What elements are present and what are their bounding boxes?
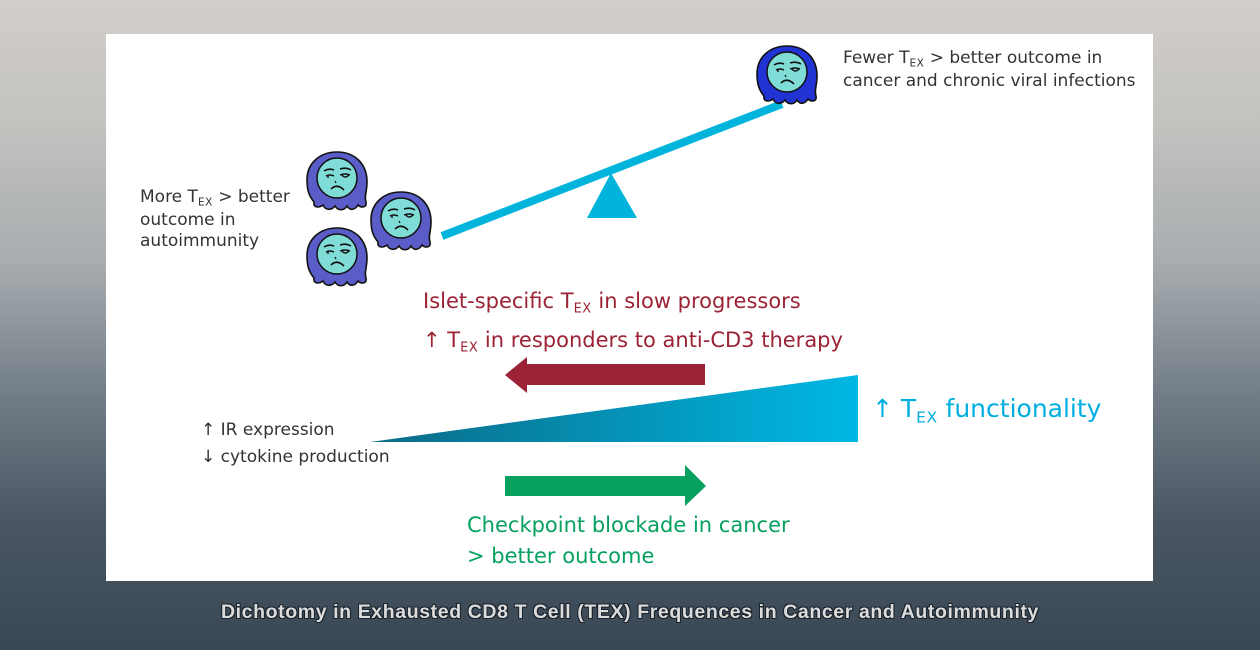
seesaw-fulcrum <box>587 173 637 218</box>
figure-caption: Dichotomy in Exhausted CD8 T Cell (TEX) … <box>220 601 1039 623</box>
tex-functionality-label: ↑ TEX functionality <box>872 394 1102 427</box>
exhaustion-phenotype-label: ↑ IR expression ↓ cytokine production <box>201 420 390 467</box>
autoimmunity-note: Islet-specific TEX in slow progressors ↑… <box>423 289 843 356</box>
exhausted-cell-icon <box>306 151 368 211</box>
functionality-gradient-wedge <box>370 375 858 442</box>
more-tex-label: More TEX > better outcome in autoimmunit… <box>140 187 290 252</box>
seesaw-beam <box>440 100 784 240</box>
fewer-tex-label: Fewer TEX > better outcome in cancer and… <box>843 48 1136 91</box>
checkpoint-blockade-note: Checkpoint blockade in cancer > better o… <box>467 513 790 568</box>
checkpoint-blockade-arrow <box>505 465 706 506</box>
exhausted-cell-icon <box>756 45 818 105</box>
autoimmunity-arrow <box>505 357 705 393</box>
exhausted-cell-icon <box>306 227 368 287</box>
exhausted-cell-icon <box>370 191 432 251</box>
